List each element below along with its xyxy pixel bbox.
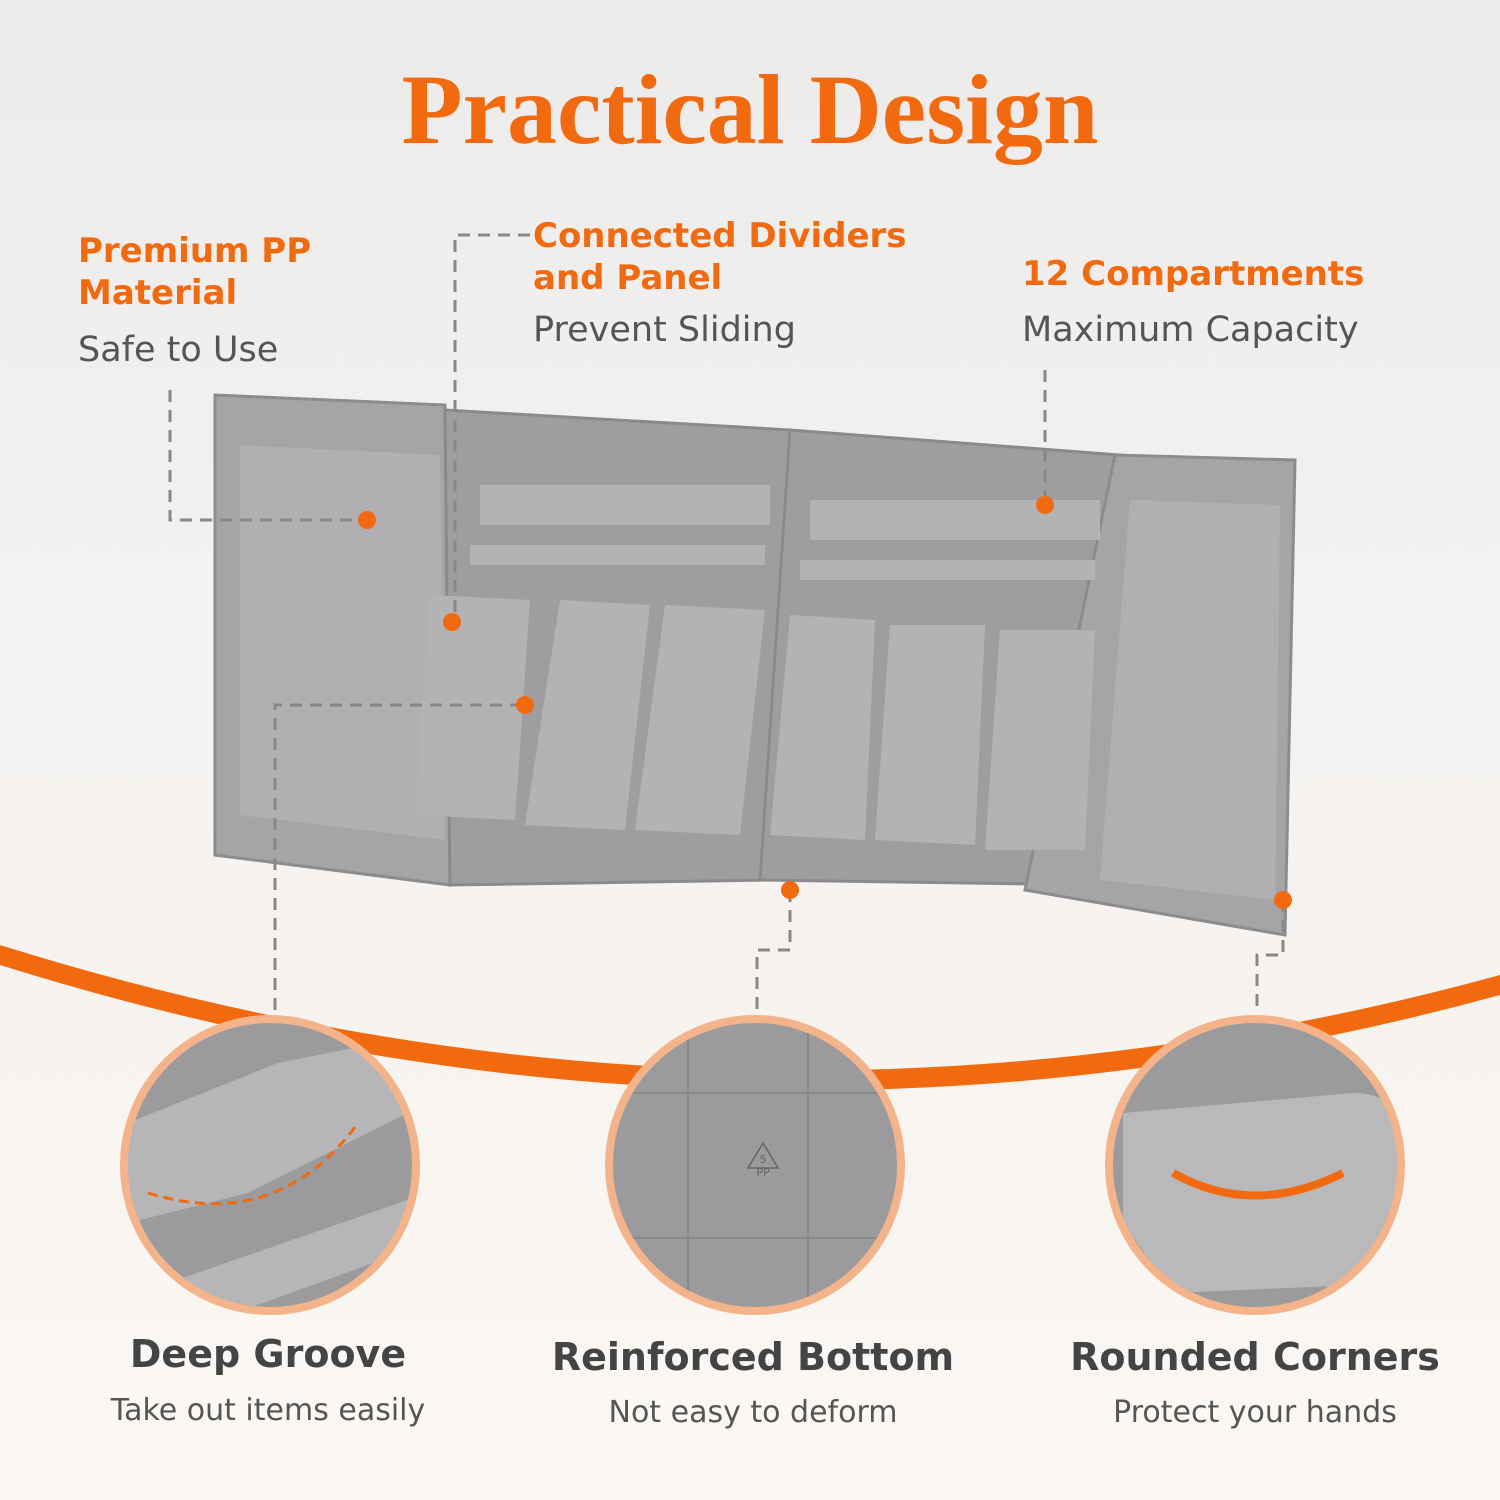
groove-closeup <box>128 1043 412 1307</box>
feature-heading-line: and Panel <box>533 258 723 298</box>
orange-arc <box>0 945 1500 1091</box>
feature-sub-compartments: Maximum Capacity <box>1022 310 1359 350</box>
recycle-material: PP <box>756 1166 770 1179</box>
detail-sub-bottom: Not easy to deform <box>608 1395 898 1430</box>
callout-dots <box>358 496 1292 909</box>
drawer-organizer-tray <box>213 393 1297 937</box>
corner-closeup <box>1123 1093 1397 1293</box>
detail-title-bottom: Reinforced Bottom <box>551 1335 955 1379</box>
callout-lines <box>168 233 1285 1010</box>
recycle-number: 5 <box>759 1153 767 1166</box>
page-title: Practical Design <box>401 54 1099 165</box>
detail-sub-corners: Protect your hands <box>1113 1395 1397 1430</box>
detail-title-groove: Deep Groove <box>129 1332 407 1376</box>
detail-circle-corners <box>1105 1015 1405 1315</box>
bottom-closeup <box>613 1023 897 1307</box>
feature-heading-line: Premium PP <box>78 231 312 271</box>
feature-sub-material: Safe to Use <box>78 330 279 370</box>
feature-heading-line: Connected Dividers <box>533 216 907 256</box>
detail-circle-groove <box>120 1015 420 1315</box>
feature-heading-line: Material <box>78 273 238 313</box>
detail-sub-groove: Take out items easily <box>110 1393 426 1428</box>
feature-sub-dividers: Prevent Sliding <box>533 310 796 350</box>
feature-heading-compartments: 12 Compartments <box>1022 254 1365 294</box>
detail-title-corners: Rounded Corners <box>1070 1335 1440 1379</box>
